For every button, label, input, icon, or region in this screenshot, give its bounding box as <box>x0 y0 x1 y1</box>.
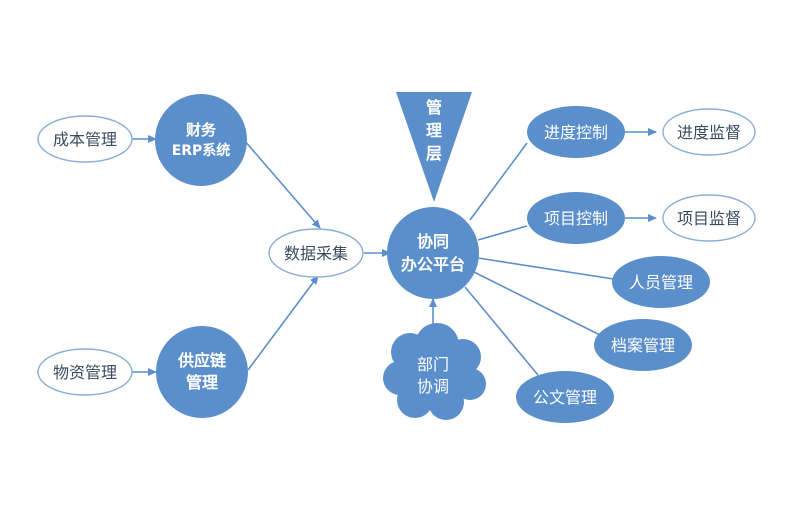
platform-line1: 协同 <box>417 232 449 251</box>
finance-erp-line2: ERP系统 <box>172 142 231 159</box>
edge-supply-to-datacollect <box>247 275 319 371</box>
progress-supervision-label: 进度监督 <box>677 123 741 142</box>
node-archive-mgmt: 档案管理 <box>594 319 692 371</box>
cost-mgmt-label: 成本管理 <box>53 130 117 149</box>
progress-control-label: 进度控制 <box>544 123 608 142</box>
edge-platform-to-project <box>477 225 528 241</box>
finance-erp-line1: 财务 <box>186 121 217 139</box>
project-supervision-label: 项目监督 <box>677 209 741 228</box>
archive-mgmt-label: 档案管理 <box>611 336 675 355</box>
dept-coord-line2: 协调 <box>417 377 449 396</box>
management-layer-line1: 管 <box>426 98 442 117</box>
node-cost-mgmt: 成本管理 <box>37 115 133 163</box>
management-layer-line3: 层 <box>426 144 442 163</box>
node-material-mgmt: 物资管理 <box>37 348 133 396</box>
node-document-mgmt: 公文管理 <box>516 371 614 423</box>
personnel-mgmt-label: 人员管理 <box>629 273 693 292</box>
data-collection-label: 数据采集 <box>284 244 348 263</box>
node-finance-erp: 财务 ERP系统 <box>155 94 247 186</box>
node-progress-supervision: 进度监督 <box>662 108 756 156</box>
edge-platform-to-archive <box>473 271 601 336</box>
node-data-collection: 数据采集 <box>268 228 364 278</box>
node-platform: 协同 办公平台 <box>387 207 479 299</box>
edge-platform-to-document <box>464 286 539 376</box>
project-control-label: 项目控制 <box>544 209 608 228</box>
cloud-shape <box>383 323 486 420</box>
management-layer-line2: 理 <box>426 121 442 140</box>
node-dept-coord: 部门 协调 <box>383 323 486 420</box>
node-management-layer: 管 理 层 <box>396 92 472 202</box>
node-personnel-mgmt: 人员管理 <box>612 256 710 308</box>
node-project-supervision: 项目监督 <box>662 194 756 242</box>
material-mgmt-label: 物资管理 <box>53 363 117 382</box>
edge-erp-to-datacollect <box>243 139 321 229</box>
node-supply-chain: 供应链 管理 <box>156 326 248 418</box>
edge-platform-to-personnel <box>477 257 621 281</box>
node-project-control: 项目控制 <box>527 192 625 244</box>
dept-coord-line1: 部门 <box>417 355 449 374</box>
edge-platform-to-progress <box>469 142 528 221</box>
platform-line2: 办公平台 <box>401 255 465 274</box>
supply-chain-line1: 供应链 <box>177 351 227 370</box>
supply-chain-line2: 管理 <box>186 373 218 392</box>
node-progress-control: 进度控制 <box>527 106 625 158</box>
document-mgmt-label: 公文管理 <box>533 388 597 407</box>
